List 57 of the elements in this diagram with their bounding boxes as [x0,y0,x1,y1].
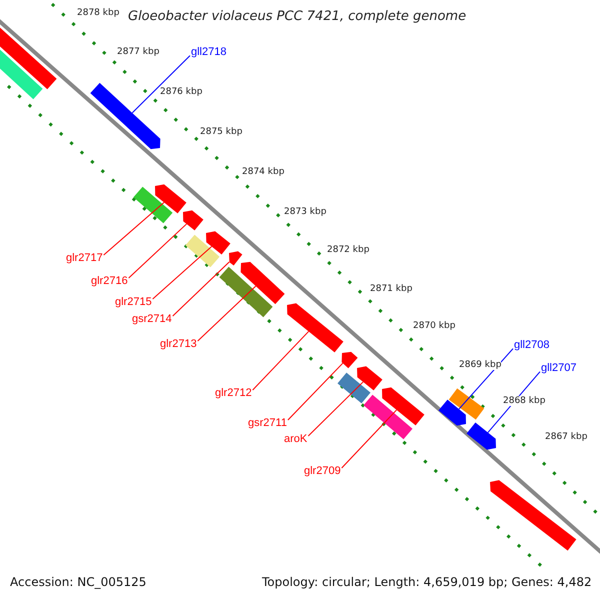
gene-feature [240,262,285,304]
leader-line [132,55,190,114]
info-text: Accession: NC_005125 [10,576,146,590]
gene-label: glr2715 [115,296,152,309]
leader-line [197,286,256,342]
gene-label: gll2707 [541,362,576,375]
gene-label: glr2712 [215,387,252,400]
gene-feature [155,184,186,214]
scale-label: 2868 kbp [503,396,546,406]
leader-line [252,330,310,390]
gene-label: gll2718 [191,46,226,59]
gene-label: gsr2714 [132,313,172,326]
scale-label: 2871 kbp [370,284,412,294]
gene-feature [219,266,273,318]
scale-label: 2878 kbp [77,8,120,18]
scale-label: 2872 kbp [327,245,370,256]
scale-label: 2876 kbp [160,87,202,98]
gene-label: aroK [284,433,308,446]
gene-feature [382,387,424,426]
leader-line [341,409,398,468]
gene-label: glr2717 [66,252,103,265]
scale-label: 2867 kbp [545,432,588,442]
gene-feature [229,251,242,266]
gene-label: glr2716 [91,275,128,288]
scale-label: 2870 kbp [413,321,456,332]
leader-line [287,362,344,420]
leader-line [152,246,212,300]
gene-feature [342,352,358,368]
gene-feature [133,186,173,224]
gene-feature [338,372,370,404]
gene-feature [364,394,412,440]
gene-feature [206,231,230,254]
gene-label: glr2713 [160,338,197,351]
gene-feature [287,303,344,352]
scale-label: 2875 kbp [200,127,242,138]
leader-line [172,262,230,316]
leader-line [308,381,364,436]
gene-label: gll2708 [514,339,550,352]
scale-label: 2877 kbp [117,47,160,58]
leader-line [128,223,188,278]
leader-line [458,348,514,410]
gene-feature [490,480,576,551]
gene-feature [438,400,466,426]
info-text: Topology: circular; Length: 4,659,019 bp; Genes: 4,482 [262,576,592,590]
gene-feature [448,388,484,420]
gene-feature [183,210,204,230]
leader-line [103,202,165,256]
gene-feature [466,422,496,450]
gene-label: gsr2711 [248,417,287,430]
gene-feature [185,234,220,268]
gene-feature [90,82,160,150]
scale-label: 2874 kbp [242,167,284,178]
scale-label: 2869 kbp [459,360,502,370]
scale-label: 2873 kbp [284,207,326,218]
gene-label: glr2709 [304,465,341,478]
gene-feature [357,366,382,390]
diagram-title: Gloeobacter violaceus PCC 7421, complete genome [128,10,466,25]
